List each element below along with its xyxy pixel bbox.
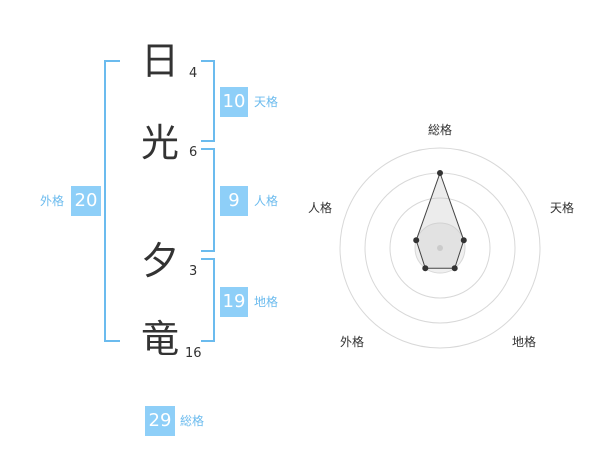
radar-ring-3: [364, 172, 516, 324]
name-char-2: 光: [140, 121, 179, 165]
soukaku-label: 総格: [180, 414, 205, 428]
radar-points: [413, 170, 467, 272]
radar-label-soukaku: 総格: [427, 123, 452, 137]
radar-shape: [415, 171, 465, 269]
jinkaku-bracket: [201, 148, 215, 252]
radar-polygon: [415, 171, 465, 269]
stroke-count-2: 6: [189, 145, 198, 160]
chikaku-bracket: [201, 258, 215, 342]
radar-point-right_top: [460, 237, 467, 244]
stroke-count-4: 16: [185, 346, 202, 361]
radar-label-jinkaku: 人格: [307, 201, 332, 215]
radar-rings: [339, 147, 541, 349]
stroke-count-1: 4: [189, 66, 198, 81]
radar-ring-1: [414, 222, 466, 274]
radar-center: [437, 245, 443, 251]
soukaku-value: 29: [145, 406, 175, 436]
name-char-3: 夕: [140, 239, 179, 283]
tenkaku-label: 天格: [254, 95, 279, 109]
chikaku-label: 地格: [254, 295, 279, 309]
radar-point-top: [437, 170, 443, 176]
radar-ring-4: [339, 147, 541, 349]
radar-label-tenkaku: 天格: [549, 201, 574, 215]
radar-point-right_bottom: [451, 265, 458, 272]
jinkaku-label: 人格: [254, 194, 279, 208]
gaikaku-bracket: [104, 60, 120, 342]
name-char-4: 竜: [140, 317, 179, 361]
tenkaku-value: 10: [220, 87, 248, 117]
radar-point-left_bottom: [422, 265, 429, 272]
stroke-count-3: 3: [189, 264, 198, 279]
gaikaku-label: 外格: [40, 194, 65, 208]
gaikaku-value: 20: [71, 186, 101, 216]
radar-label-gaikaku: 外格: [339, 335, 364, 349]
radar-point-left_top: [413, 237, 420, 244]
name-char-1: 日: [140, 39, 179, 83]
radar-ring-2: [389, 197, 491, 299]
radar-label-chikaku: 地格: [511, 335, 536, 349]
tenkaku-bracket: [201, 60, 215, 142]
jinkaku-value: 9: [220, 186, 248, 216]
chikaku-value: 19: [220, 287, 248, 317]
